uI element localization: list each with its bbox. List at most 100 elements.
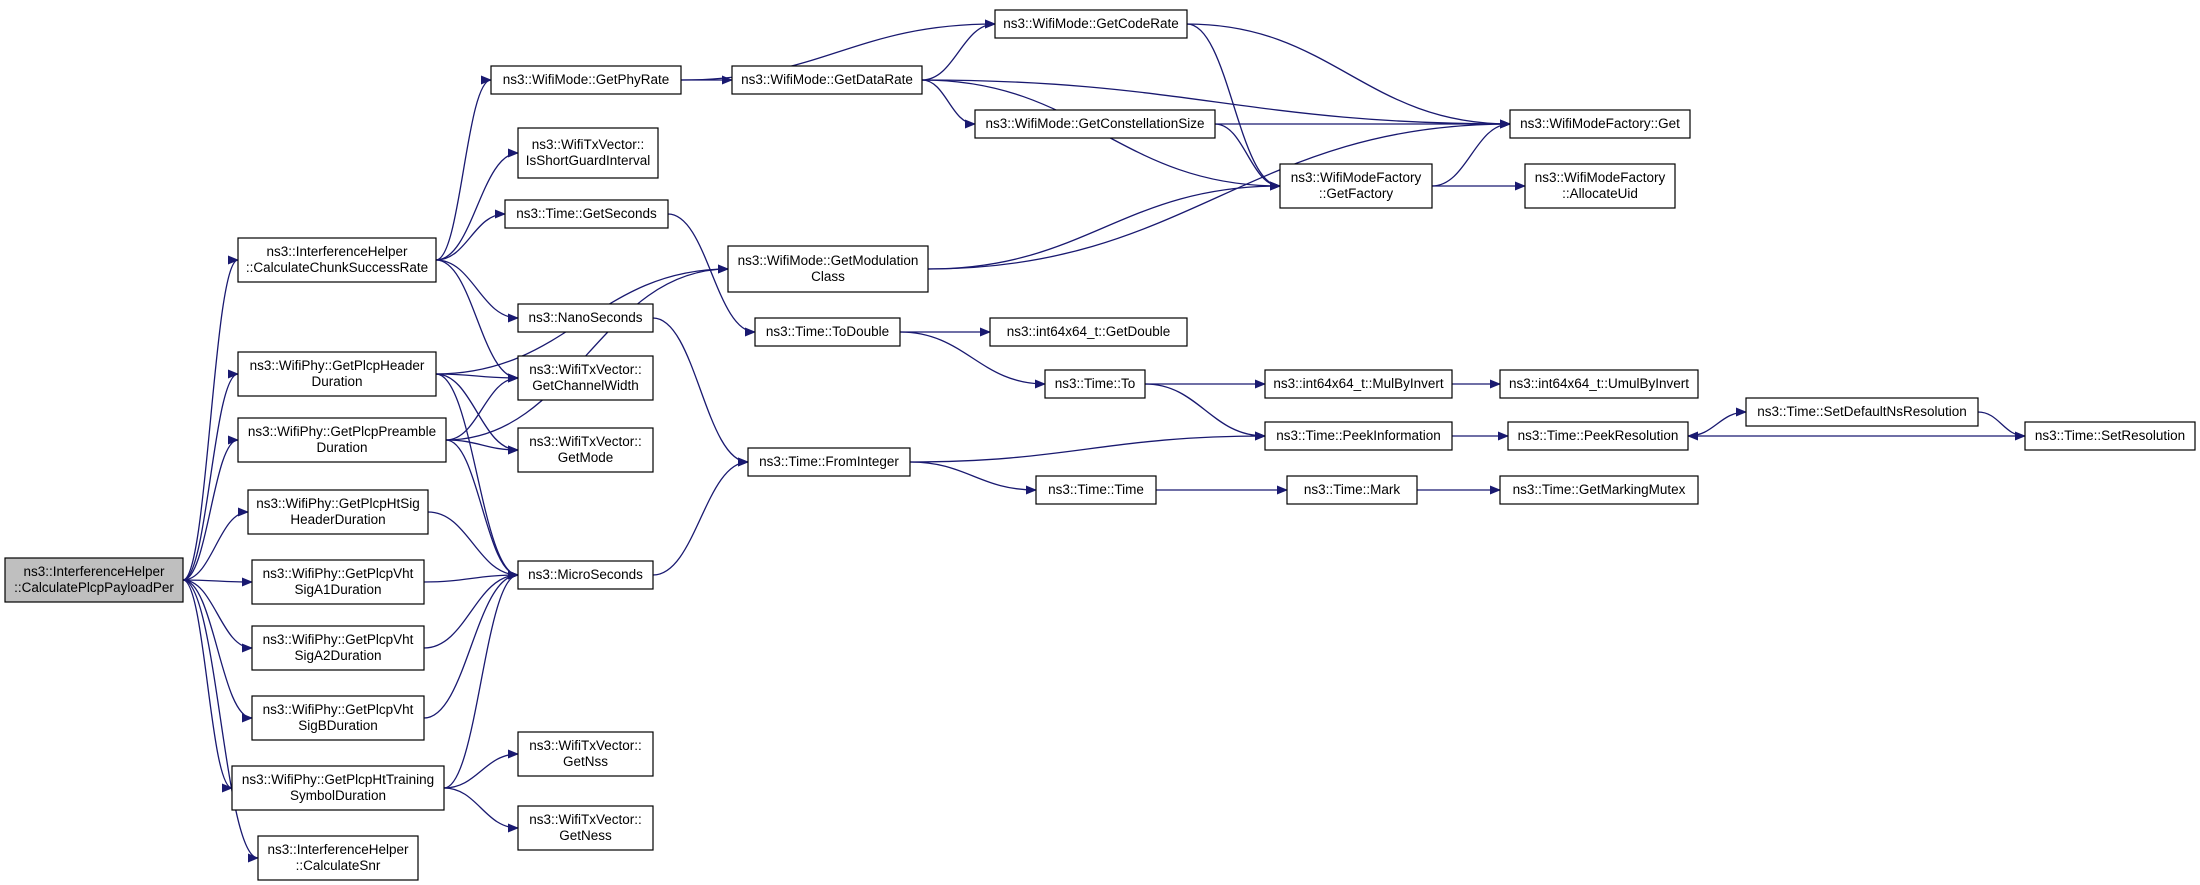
node-label: Duration [311, 374, 362, 389]
node-label: HeaderDuration [290, 512, 385, 527]
function-node-setdef[interactable]: ns3::Time::SetDefaultNsResolution [1745, 397, 1979, 427]
function-node-alloc[interactable]: ns3::WifiModeFactory::AllocateUid [1524, 163, 1676, 209]
node-label: ns3::WifiTxVector:: [529, 434, 642, 449]
function-node-get[interactable]: ns3::WifiModeFactory::Get [1509, 109, 1691, 139]
function-node-const[interactable]: ns3::WifiMode::GetConstellationSize [974, 109, 1216, 139]
call-edge-to-to-peekinfo [1144, 383, 1266, 441]
node-label: GetMode [558, 450, 614, 465]
node-label: ns3::WifiTxVector:: [529, 362, 642, 377]
function-node-time[interactable]: ns3::Time::Time [1035, 475, 1157, 505]
node-label: ns3::WifiPhy::GetPlcpHtSig [256, 496, 420, 511]
node-label: SigBDuration [298, 718, 378, 733]
function-node-umulbyinv[interactable]: ns3::int64x64_t::UmulByInvert [1499, 369, 1699, 399]
node-label: ns3::WifiPhy::GetPlcpVht [263, 702, 414, 717]
node-label: ::CalculateSnr [296, 858, 381, 873]
call-edge-ccsr-to-sgi [435, 148, 519, 261]
function-node-coderate[interactable]: ns3::WifiMode::GetCodeRate [994, 9, 1188, 39]
function-node-chw[interactable]: ns3::WifiTxVector::GetChannelWidth [517, 355, 654, 401]
call-edge-ccsr-to-phyrate [435, 75, 492, 261]
node-box [237, 351, 437, 397]
node-box [989, 317, 1188, 347]
function-node-micro[interactable]: ns3::MicroSeconds [517, 560, 654, 590]
node-label: ns3::WifiTxVector:: [529, 812, 642, 827]
node-label: ns3::WifiModeFactory::Get [1520, 116, 1680, 131]
node-label: ns3::Time::PeekInformation [1276, 428, 1441, 443]
function-node-to[interactable]: ns3::Time::To [1044, 369, 1146, 399]
node-label: ns3::int64x64_t::GetDouble [1007, 324, 1171, 339]
function-node-peekres[interactable]: ns3::Time::PeekResolution [1507, 421, 1689, 451]
node-label: ns3::Time::To [1055, 376, 1136, 391]
node-box [727, 245, 929, 293]
call-edge-peekres-to-setdef [1687, 407, 1747, 437]
function-node-nss[interactable]: ns3::WifiTxVector::GetNss [517, 731, 654, 777]
function-node-snr[interactable]: ns3::InterferenceHelper::CalculateSnr [257, 835, 419, 881]
node-box [257, 835, 419, 881]
call-edge-ccsr-to-chw [435, 259, 519, 383]
node-label: IsShortGuardInterval [526, 153, 651, 168]
function-node-httrain[interactable]: ns3::WifiPhy::GetPlcpHtTrainingSymbolDur… [231, 765, 445, 811]
node-box [1279, 163, 1433, 209]
node-label: ns3::InterferenceHelper [23, 564, 165, 579]
function-node-nano[interactable]: ns3::NanoSeconds [517, 303, 654, 333]
function-node-mutex[interactable]: ns3::Time::GetMarkingMutex [1499, 475, 1699, 505]
function-node-getdouble[interactable]: ns3::int64x64_t::GetDouble [989, 317, 1188, 347]
node-label: ns3::NanoSeconds [528, 310, 642, 325]
function-node-phyrate[interactable]: ns3::WifiMode::GetPhyRate [490, 65, 682, 95]
node-box [1745, 397, 1979, 427]
function-node-mulbyinv[interactable]: ns3::int64x64_t::MulByInvert [1264, 369, 1453, 399]
node-box [747, 447, 911, 477]
node-label: ns3::WifiModeFactory [1535, 170, 1666, 185]
node-label: ns3::Time::Mark [1304, 482, 1401, 497]
node-box [974, 109, 1216, 139]
node-label: Duration [316, 440, 367, 455]
call-edge-root-to-vhta1 [182, 577, 253, 587]
node-label: ns3::WifiTxVector:: [532, 137, 645, 152]
node-box [1035, 475, 1157, 505]
node-box [994, 9, 1188, 39]
node-label: ns3::WifiMode::GetConstellationSize [985, 116, 1204, 131]
node-box [517, 303, 654, 333]
call-edge-vhtb-to-micro [423, 570, 519, 719]
node-box [731, 65, 923, 95]
node-label: ns3::WifiPhy::GetPlcpHeader [250, 358, 425, 373]
node-label: ns3::MicroSeconds [528, 567, 643, 582]
function-node-mark[interactable]: ns3::Time::Mark [1286, 475, 1418, 505]
call-edge-root-to-htsig [182, 507, 249, 581]
function-node-getsec[interactable]: ns3::Time::GetSeconds [504, 199, 669, 229]
function-node-datarate[interactable]: ns3::WifiMode::GetDataRate [731, 65, 923, 95]
node-box [754, 317, 901, 347]
function-node-mode[interactable]: ns3::WifiTxVector::GetMode [517, 427, 654, 473]
node-label: ns3::WifiPhy::GetPlcpVht [263, 566, 414, 581]
node-box [1507, 421, 1689, 451]
call-edge-htsig-to-micro [427, 511, 519, 580]
call-edge-hdr-to-micro [435, 373, 519, 580]
call-edge-root-to-hdr [182, 369, 239, 581]
function-node-ness[interactable]: ns3::WifiTxVector::GetNess [517, 805, 654, 851]
function-node-sgi[interactable]: ns3::WifiTxVector::IsShortGuardInterval [517, 127, 659, 179]
node-label: ns3::WifiMode::GetCodeRate [1003, 16, 1179, 31]
node-label: ns3::WifiPhy::GetPlcpVht [263, 632, 414, 647]
call-edge-ccsr-to-getsec [435, 209, 506, 261]
function-node-ccsr[interactable]: ns3::InterferenceHelper::CalculateChunkS… [237, 237, 437, 283]
function-node-factory[interactable]: ns3::WifiModeFactory::GetFactory [1279, 163, 1433, 209]
call-edge-modcls-to-get [927, 119, 1511, 270]
call-edge-nano-to-fromint [652, 317, 749, 467]
function-node-todouble[interactable]: ns3::Time::ToDouble [754, 317, 901, 347]
call-edge-root-to-pre [182, 435, 239, 581]
call-edge-vhta1-to-micro [423, 570, 519, 583]
function-node-root[interactable]: ns3::InterferenceHelper::CalculatePlcpPa… [4, 557, 184, 603]
node-box [517, 355, 654, 401]
function-node-peekinfo[interactable]: ns3::Time::PeekInformation [1264, 421, 1453, 451]
call-edge-hdr-to-chw [435, 373, 519, 383]
function-node-setres[interactable]: ns3::Time::SetResolution [2024, 421, 2196, 451]
function-node-fromint[interactable]: ns3::Time::FromInteger [747, 447, 911, 477]
node-label: ::CalculatePlcpPayloadPer [14, 580, 174, 595]
